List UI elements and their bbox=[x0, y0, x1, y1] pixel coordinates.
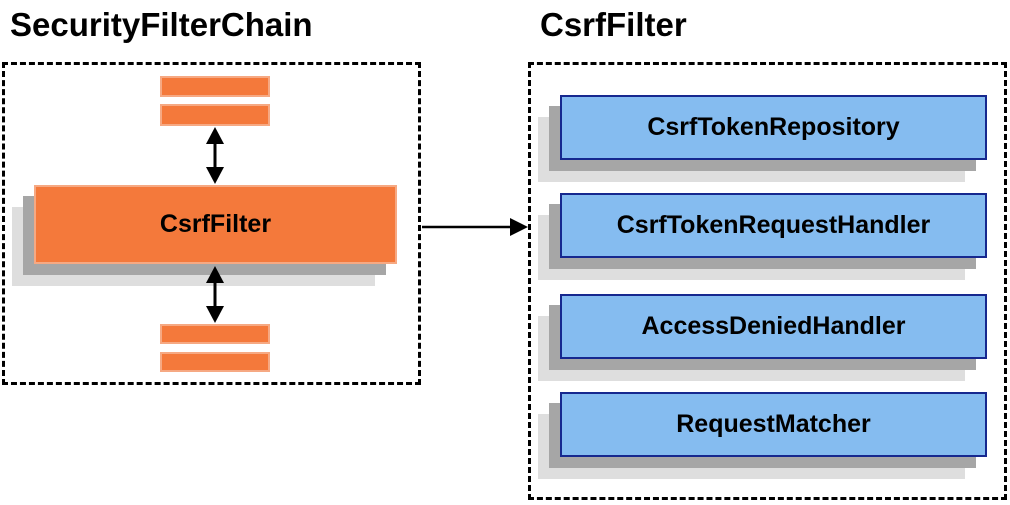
security-filter-chain-frame bbox=[2, 62, 421, 385]
component-node-label: CsrfTokenRepository bbox=[647, 113, 900, 141]
component-node-request-matcher: RequestMatcher bbox=[560, 392, 987, 457]
csrf-filter-frame bbox=[528, 62, 1007, 500]
arrow-to-csrf-components bbox=[422, 218, 528, 236]
component-node-label: CsrfTokenRequestHandler bbox=[616, 211, 931, 239]
csrf-filter-node-label: CsrfFilter bbox=[159, 210, 272, 238]
filter-placeholder-bar bbox=[160, 76, 270, 97]
filter-placeholder-bar bbox=[160, 352, 270, 372]
component-node-label: RequestMatcher bbox=[676, 410, 871, 438]
csrf-filter-node: CsrfFilter bbox=[34, 185, 397, 264]
filter-placeholder-bar bbox=[160, 324, 270, 344]
security-filter-chain-title: SecurityFilterChain bbox=[10, 6, 313, 43]
filter-placeholder-bar bbox=[160, 104, 270, 126]
component-node-access-denied-handler: AccessDeniedHandler bbox=[560, 294, 987, 359]
csrf-filter-title: CsrfFilter bbox=[540, 6, 687, 43]
component-node-label: AccessDeniedHandler bbox=[641, 312, 906, 340]
component-node-csrf-token-request-handler: CsrfTokenRequestHandler bbox=[560, 193, 987, 258]
component-node-csrf-token-repository: CsrfTokenRepository bbox=[560, 95, 987, 160]
